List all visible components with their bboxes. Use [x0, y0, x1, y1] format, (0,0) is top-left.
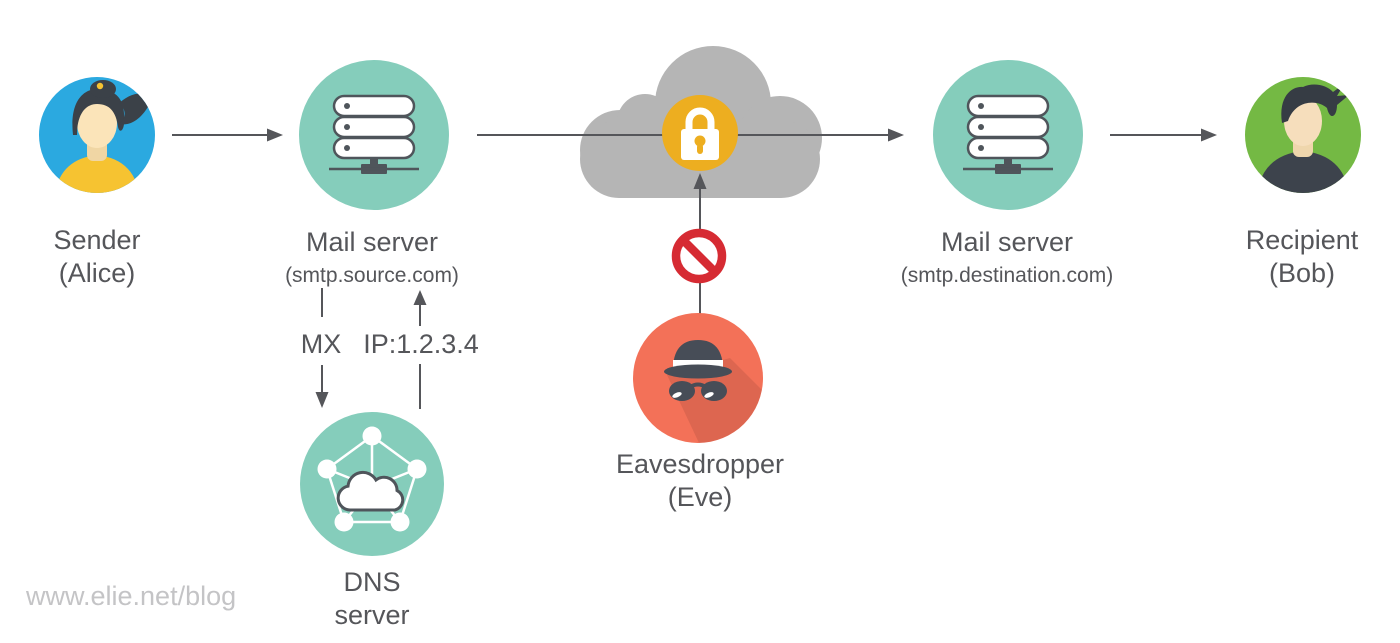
eavesdropper-label: Eavesdropper (Eve): [616, 448, 784, 514]
mail-server-destination-hostname: (smtp.destination.com): [900, 264, 1114, 287]
eavesdropper-label-sub: (Eve): [667, 482, 733, 512]
ip-edge-label: IP:1.2.3.4: [363, 329, 479, 359]
recipient-avatar-icon: [1245, 77, 1361, 193]
mail-server-source-label: Mail server (smtp.source.com): [285, 226, 459, 289]
eavesdropper-label-title: Eavesdropper: [615, 449, 785, 479]
prohibition-icon: [671, 228, 727, 284]
mail-server-source-title: Mail server: [305, 227, 439, 257]
sender-label-sub: (Alice): [58, 258, 136, 288]
watermark-url: www.elie.net/blog: [26, 581, 237, 611]
mail-server-destination-label: Mail server (smtp.destination.com): [901, 226, 1113, 289]
eavesdropper-spy-icon: [633, 313, 763, 443]
sender-avatar-icon: [39, 77, 155, 193]
dns-server-label: DNS server: [334, 566, 409, 632]
arrow-destination-server-to-recipient: [1110, 128, 1217, 142]
mail-server-destination-icon: [933, 60, 1083, 210]
arrow-mx-query: [315, 288, 329, 408]
mail-server-source-icon: [299, 60, 449, 210]
mail-server-source-hostname: (smtp.source.com): [285, 264, 459, 287]
sender-label: Sender (Alice): [53, 224, 140, 290]
dns-server-icon: [300, 412, 444, 556]
recipient-label-sub: (Bob): [1268, 258, 1336, 288]
arrow-sender-to-source-server: [172, 128, 283, 142]
dns-server-label-sub: server: [334, 600, 410, 630]
arrow-ip-answer: [413, 290, 427, 409]
dns-server-label-title: DNS: [343, 567, 401, 597]
mx-edge-label: MX: [300, 329, 342, 359]
mail-server-destination-title: Mail server: [940, 227, 1074, 257]
encryption-lock-icon: [662, 95, 738, 171]
sender-label-title: Sender: [53, 225, 141, 255]
recipient-label-title: Recipient: [1245, 225, 1359, 255]
recipient-label: Recipient (Bob): [1246, 224, 1359, 290]
